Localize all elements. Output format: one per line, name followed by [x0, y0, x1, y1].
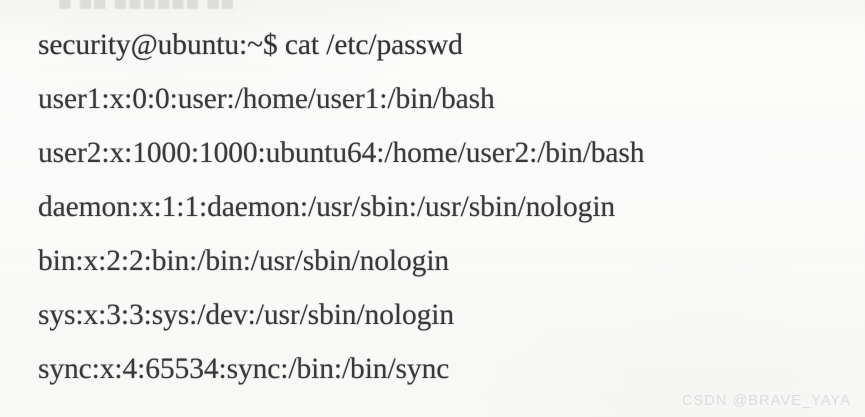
terminal-line-passwd-user1: user1:x:0:0:user:/home/user1:/bin/bash [38, 83, 495, 115]
terminal-line-prompt: security@ubuntu:~$ cat /etc/passwd [38, 29, 463, 61]
csdn-watermark: CSDN @BRAVE_YAYA [681, 393, 851, 409]
terminal-line-passwd-bin: bin:x:2:2:bin:/bin:/usr/sbin/nologin [38, 245, 450, 277]
terminal-line-passwd-user2: user2:x:1000:1000:ubuntu64:/home/user2:/… [38, 137, 645, 169]
terminal-line-passwd-sync: sync:x:4:65534:sync:/bin:/bin/sync [38, 353, 450, 385]
terminal-line-passwd-sys: sys:x:3:3:sys:/dev:/usr/sbin/nologin [38, 299, 454, 331]
terminal-transcript: security@ubuntu:~$ cat /etc/passwd user1… [38, 18, 838, 396]
terminal-line-passwd-daemon: daemon:x:1:1:daemon:/usr/sbin:/usr/sbin/… [38, 191, 616, 223]
scan-bleedthrough-artifact: ■ ■■ ■■■■■■ ■■ [58, 0, 236, 15]
